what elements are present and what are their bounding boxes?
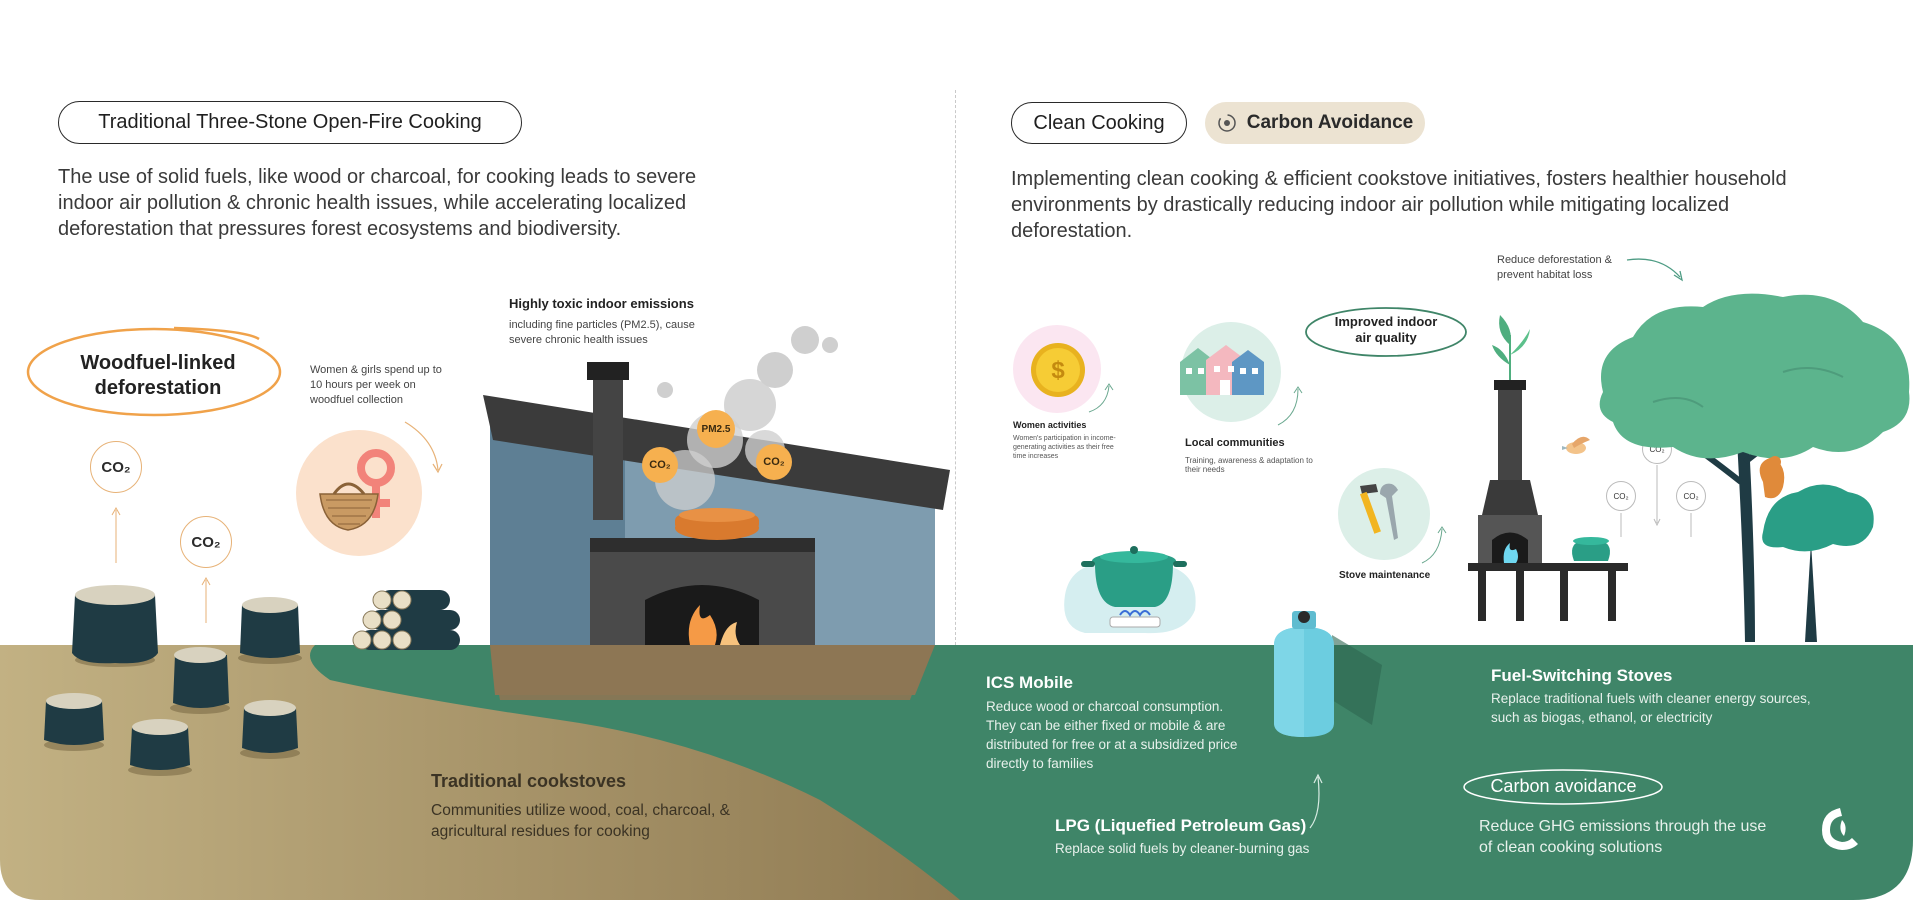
right-description: Implementing clean cooking & efficient c… bbox=[1011, 168, 1787, 242]
communities-text: Training, awareness & adaptation to thei… bbox=[1185, 456, 1313, 474]
maintenance-circle bbox=[1338, 468, 1430, 560]
communities-arrow bbox=[1277, 386, 1303, 426]
women-activities-title: Women activities bbox=[1013, 420, 1087, 430]
svg-text:$: $ bbox=[1051, 357, 1065, 384]
deforestation-arrow bbox=[1626, 258, 1683, 282]
co2-arrows bbox=[111, 506, 211, 623]
logo-icon bbox=[1822, 808, 1858, 850]
green-ground bbox=[310, 645, 1913, 900]
co2-small-bubble: CO₂ bbox=[1676, 481, 1706, 511]
carbon-icon bbox=[1218, 114, 1236, 132]
carbon-avoidance-title: Carbon avoidance bbox=[1490, 776, 1637, 796]
co2-drop-lines bbox=[1620, 465, 1692, 537]
woodfuel-title-line1: Woodfuel-linked bbox=[80, 352, 236, 374]
co2-hot-bubble: CO₂ bbox=[642, 447, 678, 483]
left-description: The use of solid fuels, like wood or cha… bbox=[58, 166, 697, 240]
emissions-title: Highly toxic indoor emissions bbox=[509, 296, 694, 311]
deforestation-note: Reduce deforestation & prevent habitat l… bbox=[1497, 254, 1612, 281]
lpg-title: LPG (Liquefied Petroleum Gas) bbox=[1055, 816, 1307, 835]
woodfuel-title-line2: deforestation bbox=[94, 377, 222, 399]
clean-cooking-pill: Clean Cooking bbox=[1011, 102, 1187, 144]
air-quality-ellipse bbox=[1305, 307, 1467, 357]
carbon-avoidance-label: Carbon Avoidance bbox=[1246, 112, 1414, 133]
lpg-text: Replace solid fuels by cleaner-burning g… bbox=[1055, 841, 1310, 856]
cooking-pot-icon bbox=[1064, 546, 1196, 634]
curved-arrow bbox=[404, 421, 443, 474]
lpg-arrow bbox=[1309, 773, 1323, 829]
tree-stumps bbox=[44, 585, 302, 776]
carbon-ellipse bbox=[1463, 769, 1663, 805]
co2-bubble: CO₂ bbox=[90, 441, 142, 493]
tools-icon bbox=[1359, 483, 1398, 540]
communities-title: Local communities bbox=[1185, 437, 1285, 449]
air-quality-line2: air quality bbox=[1355, 330, 1417, 345]
traditional-cooking-pill: Traditional Three-Stone Open-Fire Cookin… bbox=[58, 101, 522, 144]
women-woodfuel-note: Women & girls spend up to 10 hours per w… bbox=[310, 364, 442, 406]
women-activities-text: Women's participation in income-generati… bbox=[1013, 435, 1116, 460]
women-circle bbox=[296, 430, 422, 556]
woodfuel-title: Woodfuel-linked deforestation bbox=[40, 351, 276, 401]
gas-cylinder-icon bbox=[1274, 611, 1382, 737]
logs-pile bbox=[352, 590, 460, 650]
emissions-text: including fine particles (PM2.5), cause … bbox=[509, 319, 695, 346]
ics-title: ICS Mobile bbox=[986, 673, 1073, 692]
section-divider bbox=[955, 90, 956, 645]
carbon-avoidance-text: Reduce GHG emissions through the use of … bbox=[1479, 818, 1767, 856]
women-arrow bbox=[1088, 383, 1114, 413]
cookstoves-title: Traditional cookstoves bbox=[431, 771, 627, 791]
carbon-avoidance-pill: Carbon Avoidance bbox=[1205, 102, 1425, 144]
ics-text: Reduce wood or charcoal consumption. The… bbox=[986, 699, 1238, 771]
basket-icon bbox=[319, 482, 379, 531]
coin-icon: $ bbox=[1031, 343, 1085, 397]
fuel-switching-stove bbox=[1468, 315, 1628, 621]
trees bbox=[1599, 293, 1910, 642]
co2-small-bubble: CO₂ bbox=[1606, 481, 1636, 511]
air-quality-line1: Improved indoor bbox=[1334, 314, 1438, 329]
houses-icon bbox=[1180, 345, 1264, 395]
woodfuel-ellipse bbox=[26, 326, 282, 417]
cookstoves-text: Communities utilize wood, coal, charcoal… bbox=[431, 802, 730, 840]
pm25-bubble: PM2.5 bbox=[697, 410, 735, 448]
maintenance-title: Stove maintenance bbox=[1339, 570, 1431, 581]
stump bbox=[72, 585, 158, 667]
fuel-switching-title: Fuel-Switching Stoves bbox=[1491, 666, 1673, 685]
maintenance-arrow bbox=[1421, 526, 1447, 564]
air-quality-label: Improved indoor air quality bbox=[1314, 314, 1458, 346]
fuel-switching-text: Replace traditional fuels with cleaner e… bbox=[1491, 691, 1811, 725]
traditional-kitchen bbox=[483, 326, 950, 695]
co2-hot-bubble: CO₂ bbox=[756, 444, 792, 480]
bird-icon bbox=[1562, 436, 1590, 454]
co2-bubble: CO₂ bbox=[180, 516, 232, 568]
